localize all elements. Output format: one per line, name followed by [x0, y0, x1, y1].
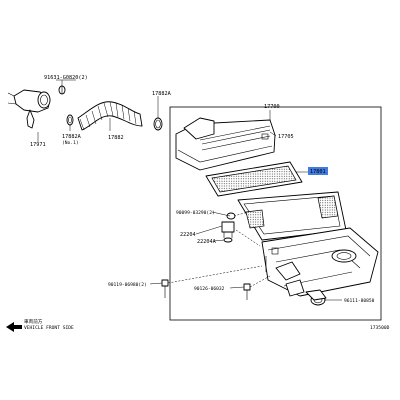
callout-17971: 17971	[30, 142, 46, 148]
callout-17700: 17700	[264, 104, 280, 110]
air-flow-meter-part-17971	[7, 89, 51, 129]
callout-96111: 96111-80850	[344, 298, 375, 304]
callout-17882A-left: 17882A	[62, 134, 82, 140]
callout-17882A-note: (No.1)	[62, 140, 79, 146]
assembly-frame	[169, 106, 382, 321]
air-cleaner-cap-17705	[175, 117, 276, 171]
callout-90119: 90119-06980(2)	[108, 282, 147, 288]
air-cleaner-case-lower	[261, 227, 379, 297]
callout-17801-highlight	[308, 167, 328, 175]
mass-air-flow-sensor-22204	[221, 212, 236, 243]
intake-hose-17882	[77, 101, 143, 131]
callout-22204: 22204	[180, 232, 196, 238]
direction-label-en: VEHICLE FRONT SIDE	[24, 325, 74, 331]
callout-17801: 17801	[310, 169, 326, 175]
air-filter-element-17801	[205, 161, 303, 197]
figure-id: 173500D	[370, 325, 390, 331]
clamp-91631	[58, 85, 66, 95]
callout-17882A-top: 17882A	[152, 91, 172, 97]
hose-clamp-17882A-left	[66, 114, 74, 126]
callout-17705: 17705	[278, 134, 294, 140]
air-cleaner-case-panel	[237, 191, 347, 241]
bolt-90126	[243, 283, 251, 300]
callout-17882: 17882	[108, 135, 124, 141]
callout-90126: 90126-06032	[194, 286, 225, 292]
callout-22204A: 22204A	[197, 239, 217, 245]
callout-91631: 91631-G0820(2)	[44, 75, 88, 81]
clamp-96111	[305, 289, 327, 306]
direction-label-jp: 車両前方	[24, 318, 43, 325]
hose-clamp-17882A-top	[153, 117, 163, 131]
vehicle-front-arrow-icon	[6, 322, 22, 332]
callout-90099: 90099-03290(2)	[176, 210, 215, 216]
